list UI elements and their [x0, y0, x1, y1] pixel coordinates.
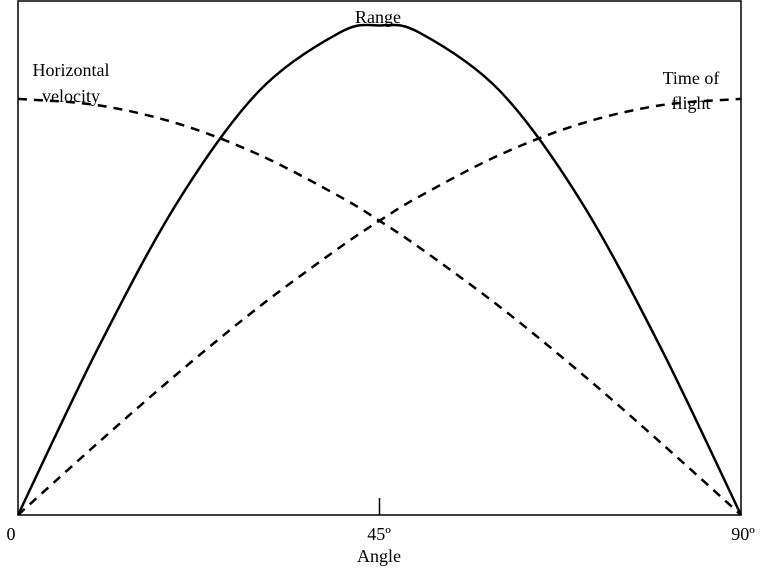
- x-tick-label-0: 0: [7, 524, 16, 544]
- x-axis-title: Angle: [357, 546, 401, 566]
- range-curve: [16, 23, 743, 516]
- plot-frame: [17, 0, 742, 516]
- time-of-flight-label-line1: Time of: [663, 68, 720, 88]
- time-of-flight-curve: [17, 97, 742, 516]
- horizontal-velocity-label-line1: Horizontal: [33, 60, 110, 80]
- horizontal-velocity-curve: [17, 97, 742, 516]
- x-tick-label-90: 90º: [731, 524, 755, 544]
- x-tick-label-45: 45º: [367, 524, 391, 544]
- range-label: Range: [355, 7, 401, 27]
- horizontal-velocity-label-line2: velocity: [42, 86, 100, 106]
- time-of-flight-label-line2: flight: [672, 93, 711, 113]
